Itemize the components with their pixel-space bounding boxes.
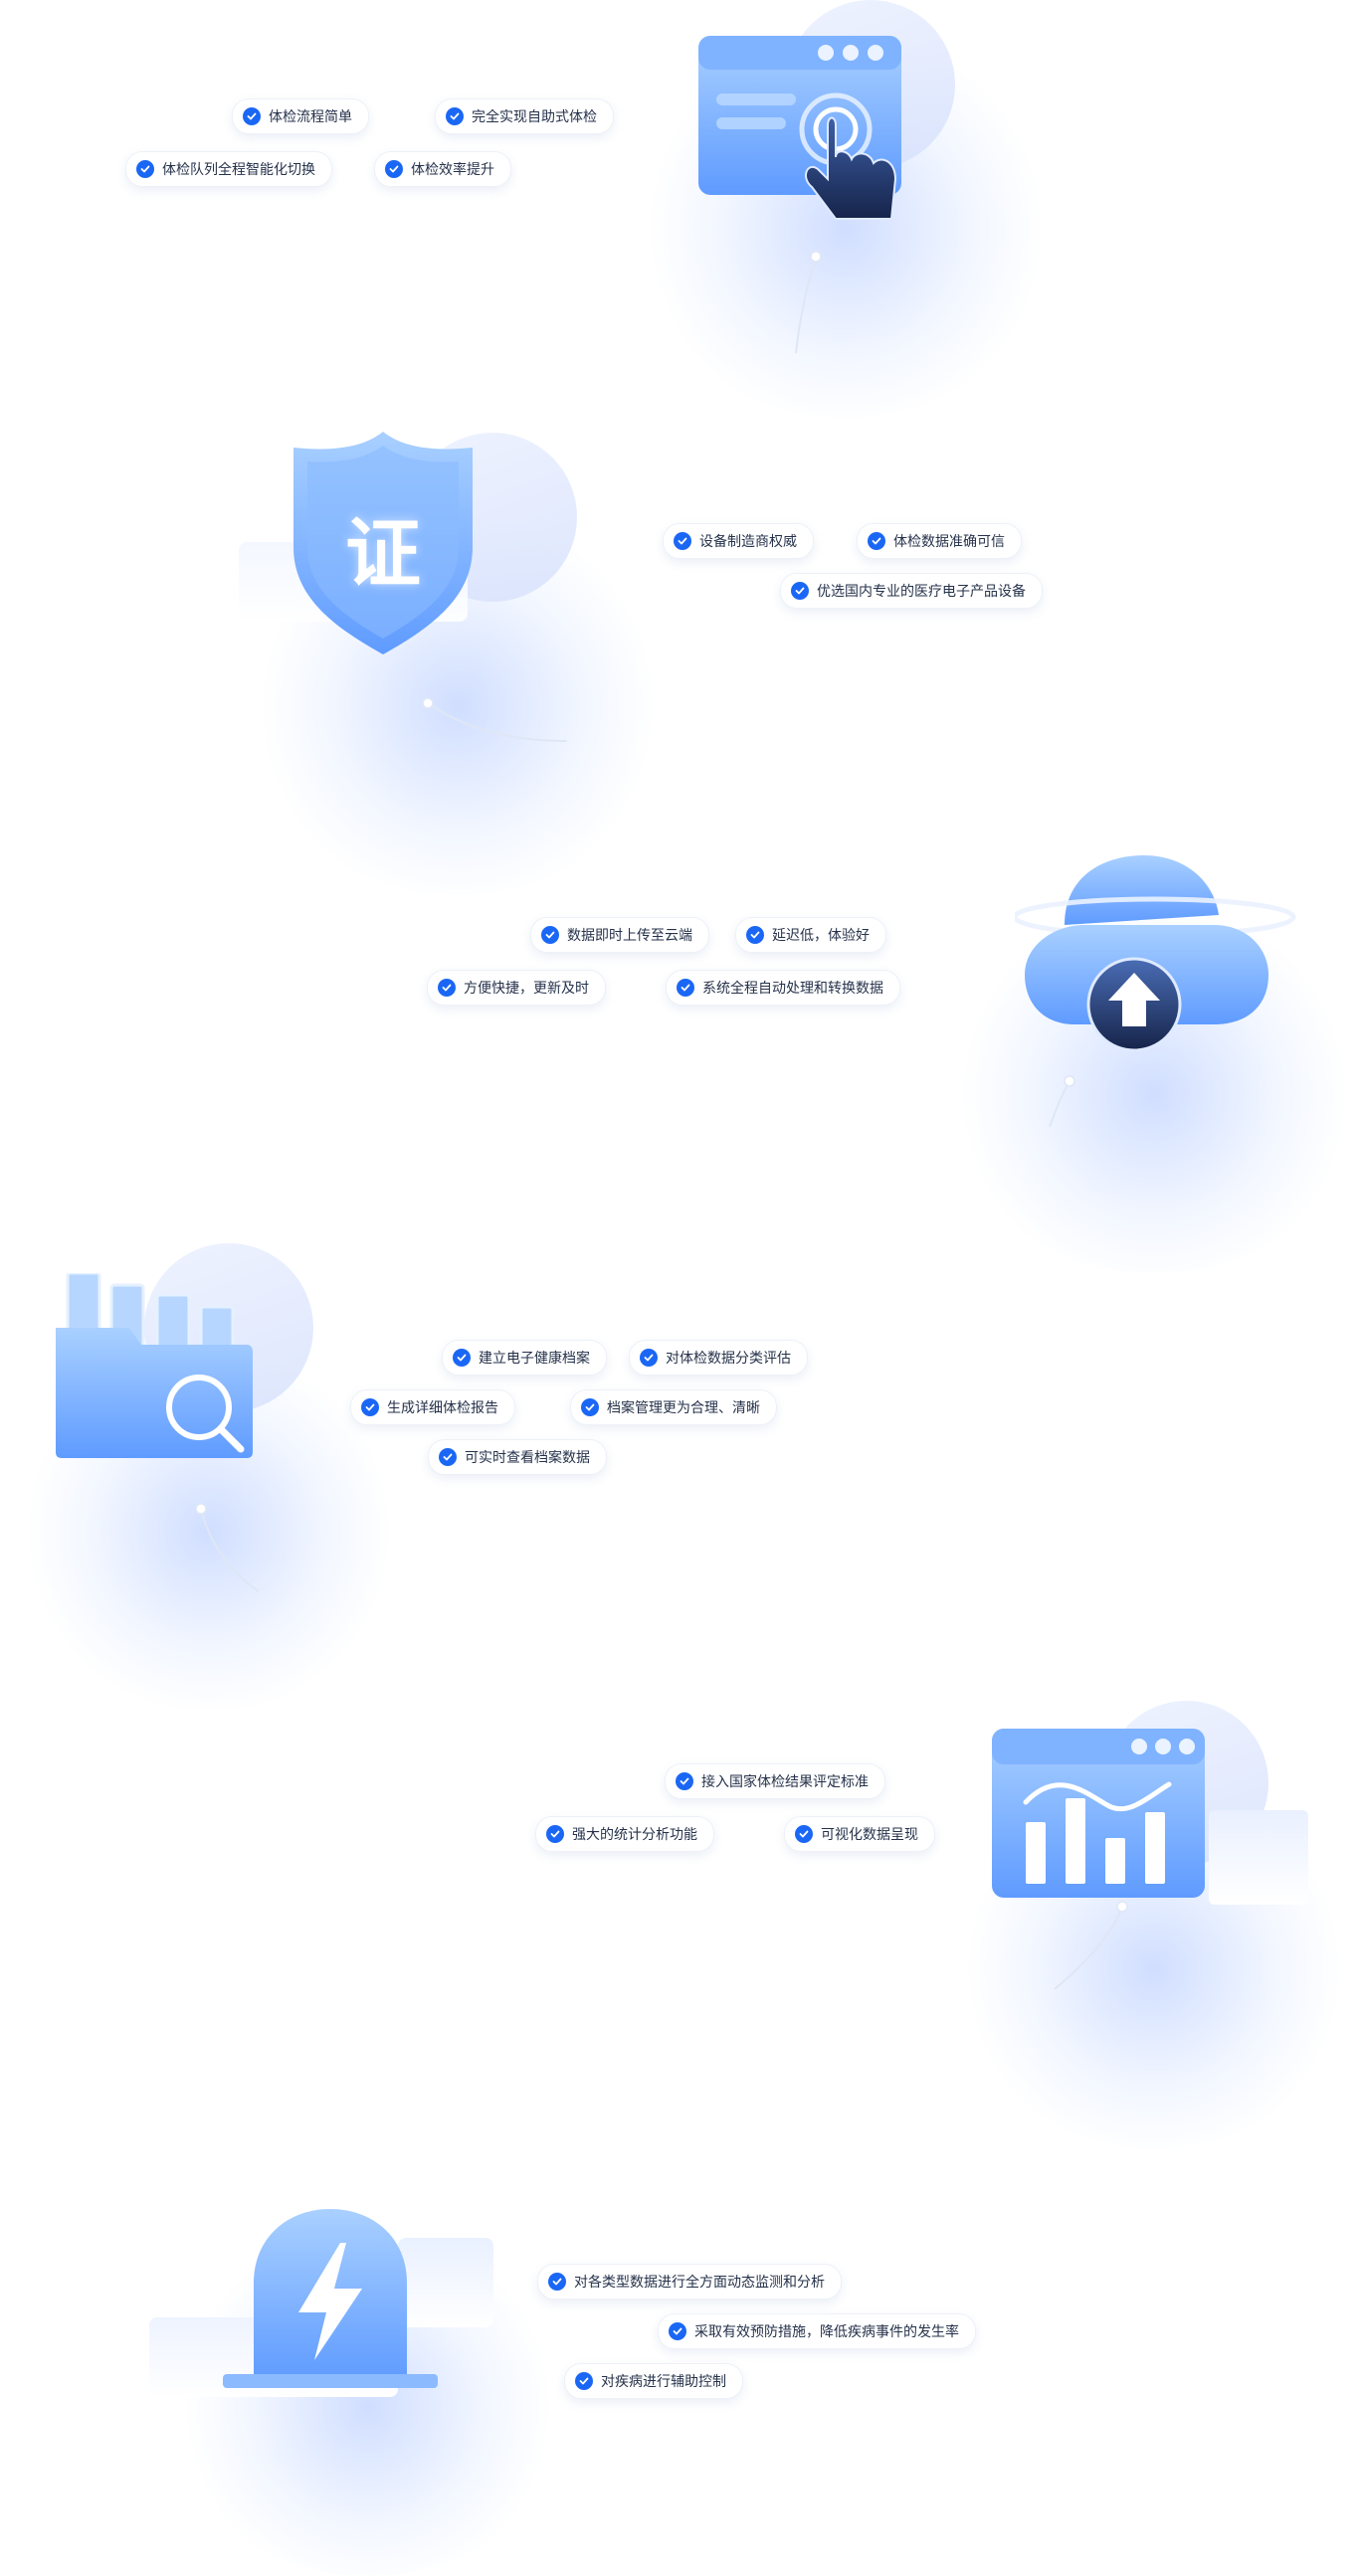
- check-icon: [575, 2372, 593, 2390]
- feature-text: 体检效率提升: [411, 159, 494, 179]
- feature-pill: 体检效率提升: [374, 151, 511, 187]
- lightning-alert-icon: [221, 2203, 440, 2392]
- check-icon: [746, 926, 764, 944]
- check-icon: [361, 1398, 379, 1416]
- check-icon: [385, 160, 403, 178]
- feature-pill: 强大的统计分析功能: [535, 1816, 714, 1852]
- feature-pill: 完全实现自助式体检: [435, 98, 614, 134]
- check-icon: [446, 107, 464, 125]
- bar-chart-window-icon: [990, 1727, 1209, 1901]
- feature-pill: 延迟低，体验好: [735, 917, 886, 953]
- curve-line-decoration: [1045, 1895, 1134, 1994]
- section-statistics: 接入国家体检结果评定标准 强大的统计分析功能 可视化数据呈现: [0, 1671, 1363, 2089]
- feature-pill: 可视化数据呈现: [784, 1816, 935, 1852]
- feature-pill: 体检队列全程智能化切换: [125, 151, 332, 187]
- feature-text: 接入国家体检结果评定标准: [701, 1771, 869, 1791]
- feature-text: 体检流程简单: [269, 106, 352, 126]
- feature-text: 强大的统计分析功能: [572, 1824, 697, 1844]
- feature-text: 方便快捷，更新及时: [464, 978, 589, 998]
- feature-text: 对疾病进行辅助控制: [601, 2371, 726, 2391]
- curve-line-decoration: [1045, 1069, 1124, 1129]
- curve-line-decoration: [189, 1497, 269, 1596]
- check-icon: [136, 160, 154, 178]
- check-icon: [669, 2322, 686, 2340]
- feature-pill: 系统全程自动处理和转换数据: [666, 970, 900, 1006]
- check-icon: [548, 2273, 566, 2291]
- folder-search-icon: [50, 1273, 259, 1462]
- section-monitoring: 对各类型数据进行全方面动态监测和分析 采取有效预防措施，降低疾病事件的发生率 对…: [0, 2128, 1363, 2572]
- feature-pill: 设备制造商权威: [663, 523, 814, 559]
- feature-pill: 档案管理更为合理、清晰: [570, 1389, 777, 1425]
- feature-pill: 生成详细体检报告: [350, 1389, 515, 1425]
- decorative-panel: [1209, 1810, 1308, 1905]
- feature-text: 建立电子健康档案: [479, 1348, 590, 1368]
- feature-text: 对各类型数据进行全方面动态监测和分析: [574, 2272, 825, 2292]
- section-self-service: 体检流程简单 完全实现自助式体检 体检队列全程智能化切换 体检效率提升: [0, 0, 1363, 378]
- curve-line-decoration: [418, 691, 577, 751]
- feature-pill: 采取有效预防措施，降低疾病事件的发生率: [658, 2313, 976, 2349]
- feature-text: 延迟低，体验好: [772, 925, 870, 945]
- feature-text: 采取有效预防措施，降低疾病事件的发生率: [694, 2321, 959, 2341]
- feature-text: 数据即时上传至云端: [567, 925, 692, 945]
- touch-screen-icon: [696, 30, 915, 249]
- section-health-records: 建立电子健康档案 对体检数据分类评估 生成详细体检报告 档案管理更为合理、清晰 …: [0, 1233, 1363, 1631]
- check-icon: [541, 926, 559, 944]
- certificate-badge-char: 证: [323, 487, 443, 607]
- feature-text: 档案管理更为合理、清晰: [607, 1397, 760, 1417]
- feature-pill: 建立电子健康档案: [442, 1340, 607, 1376]
- feature-pill: 对体检数据分类评估: [629, 1340, 808, 1376]
- feature-pill: 对各类型数据进行全方面动态监测和分析: [537, 2264, 842, 2300]
- feature-text: 对体检数据分类评估: [666, 1348, 791, 1368]
- feature-text: 体检队列全程智能化切换: [162, 159, 315, 179]
- check-icon: [546, 1825, 564, 1843]
- cloud-upload-icon: [1015, 855, 1303, 1084]
- feature-pill: 体检数据准确可信: [857, 523, 1022, 559]
- feature-pill: 对疾病进行辅助控制: [564, 2363, 743, 2399]
- check-icon: [676, 1772, 693, 1790]
- feature-text: 体检数据准确可信: [893, 531, 1005, 551]
- feature-pill: 体检流程简单: [232, 98, 369, 134]
- feature-text: 完全实现自助式体检: [472, 106, 597, 126]
- feature-pill: 接入国家体检结果评定标准: [665, 1763, 885, 1799]
- check-icon: [791, 582, 809, 600]
- check-icon: [438, 979, 456, 997]
- check-icon: [677, 979, 694, 997]
- check-icon: [439, 1448, 457, 1466]
- check-icon: [243, 107, 261, 125]
- feature-pill: 方便快捷，更新及时: [427, 970, 606, 1006]
- curve-line-decoration: [786, 249, 846, 358]
- feature-text: 可实时查看档案数据: [465, 1447, 590, 1467]
- check-icon: [795, 1825, 813, 1843]
- feature-text: 优选国内专业的医疗电子产品设备: [817, 581, 1026, 601]
- feature-text: 可视化数据呈现: [821, 1824, 918, 1844]
- feature-text: 设备制造商权威: [699, 531, 797, 551]
- check-icon: [674, 532, 691, 550]
- feature-pill: 数据即时上传至云端: [530, 917, 709, 953]
- feature-text: 系统全程自动处理和转换数据: [702, 978, 883, 998]
- section-certified: 证 设备制造商权威 体检数据准确可信 优选国内专业的医疗电子产品设备: [0, 398, 1363, 796]
- feature-pill: 可实时查看档案数据: [428, 1439, 607, 1475]
- check-icon: [640, 1349, 658, 1367]
- check-icon: [453, 1349, 471, 1367]
- check-icon: [581, 1398, 599, 1416]
- check-icon: [868, 532, 885, 550]
- feature-pill: 优选国内专业的医疗电子产品设备: [780, 573, 1043, 609]
- feature-text: 生成详细体检报告: [387, 1397, 498, 1417]
- section-cloud-upload: 数据即时上传至云端 延迟低，体验好 方便快捷，更新及时 系统全程自动处理和转换数…: [0, 816, 1363, 1213]
